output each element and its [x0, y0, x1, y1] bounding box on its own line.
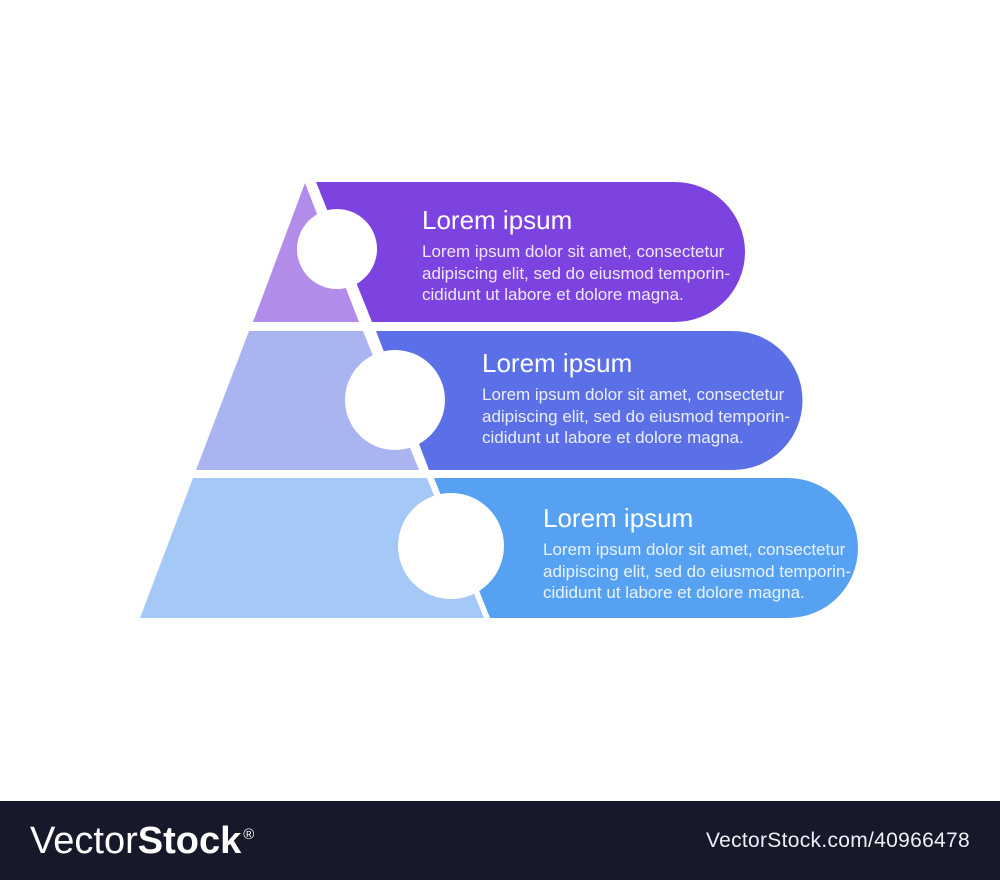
junction-circle-2	[345, 350, 445, 450]
card-3-body-line-3: cididunt ut labore et dolore magna.	[543, 583, 805, 602]
card-1-body-line-2: adipiscing elit, sed do eiusmod temporin…	[422, 263, 731, 283]
card-2-body: Lorem ipsum dolor sit amet, consectetur …	[482, 384, 790, 449]
junction-circle-1	[297, 209, 377, 289]
registered-trademark-symbol: ®	[243, 825, 255, 843]
card-2-body-line-1: Lorem ipsum dolor sit amet, consectetur	[482, 385, 785, 404]
card-1-body-line-1: Lorem ipsum dolor sit amet, consectetur	[422, 242, 725, 261]
card-3-body: Lorem ipsum dolor sit amet, consectetur …	[543, 539, 851, 604]
banner-1-shape	[316, 182, 745, 322]
card-2-title: Lorem ipsum	[482, 348, 633, 378]
card-2-body-line-2: adipiscing elit, sed do eiusmod temporin…	[482, 406, 791, 426]
watermark-bar: VectorStock® VectorStock.com/40966478	[0, 801, 1000, 880]
card-2-body-line-3: cididunt ut labore et dolore magna.	[482, 428, 744, 447]
logo-vector-text: Vector	[30, 819, 138, 862]
step-card-3: Lorem ipsum Lorem ipsum dolor sit amet, …	[543, 503, 851, 604]
card-1-title: Lorem ipsum	[422, 205, 573, 235]
banner-3-shape	[434, 478, 858, 618]
step-card-2: Lorem ipsum Lorem ipsum dolor sit amet, …	[482, 348, 790, 449]
card-3-body-line-1: Lorem ipsum dolor sit amet, consectetur	[543, 540, 846, 559]
card-3-body-line-2: adipiscing elit, sed do eiusmod temporin…	[543, 561, 852, 581]
logo-stock-text: Stock	[137, 819, 242, 862]
watermark-url: VectorStock.com/40966478	[705, 828, 970, 852]
junction-circle-3	[398, 493, 504, 599]
card-1-body-line-3: cididunt ut labore et dolore magna.	[422, 285, 684, 304]
banner-2-shape	[376, 331, 803, 470]
vectorstock-logo: VectorStock®	[30, 822, 254, 860]
card-3-title: Lorem ipsum	[543, 503, 694, 533]
pyramid-tier-3-shape	[140, 478, 484, 618]
step-card-1: Lorem ipsum Lorem ipsum dolor sit amet, …	[422, 205, 730, 306]
card-1-body: Lorem ipsum dolor sit amet, consectetur …	[422, 241, 730, 306]
